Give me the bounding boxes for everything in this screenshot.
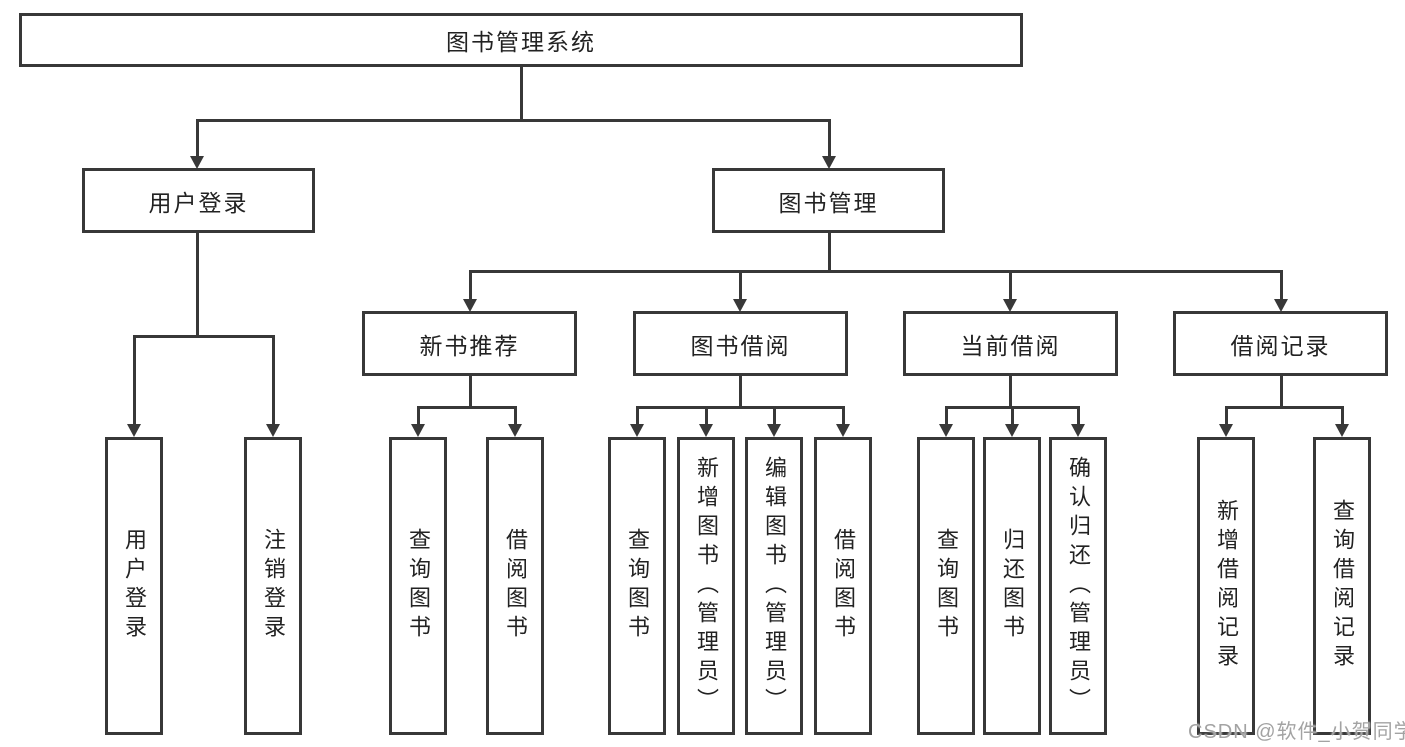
connector-current-borrow-drop (1009, 270, 1012, 300)
node-library-management-system: 图书管理系统 (19, 13, 1023, 67)
connector-new-books-stem (469, 374, 472, 408)
connector-leaf-drop (272, 335, 275, 424)
connector-level3-rail (469, 270, 1283, 273)
leaf-label: 查询图书 (406, 528, 431, 644)
leaf-label: 确认归还（管理员） (1066, 455, 1091, 717)
leaf-query-borrow-record: 查询借阅记录 (1313, 437, 1371, 735)
leaf-add-books-admin: 新增图书（管理员） (677, 437, 735, 735)
leaf-query-books-recommend: 查询图书 (389, 437, 447, 735)
leaf-add-borrow-record: 新增借阅记录 (1197, 437, 1255, 735)
leaf-label: 归还图书 (1000, 528, 1025, 644)
connector-level2-rail (196, 119, 831, 122)
node-label: 用户登录 (148, 189, 249, 216)
connector-leaf-drop (705, 406, 708, 425)
connector-leaf-drop (1077, 406, 1080, 425)
connector-user-login-stem (196, 231, 199, 338)
connector-leaf-drop (514, 406, 517, 425)
node-label: 新书推荐 (419, 332, 520, 359)
leaf-label: 查询借阅记录 (1330, 499, 1355, 673)
arrowhead-down-icon (411, 424, 425, 437)
connector-leaf-drop (1011, 406, 1014, 425)
leaf-label: 新增图书（管理员） (694, 455, 719, 717)
connector-borrow-records-stem (1280, 374, 1283, 408)
node-book-borrowing: 图书借阅 (633, 311, 848, 376)
leaf-borrow-books-borrowing: 借阅图书 (814, 437, 872, 735)
arrowhead-down-icon (699, 424, 713, 437)
leaf-label: 借阅图书 (503, 528, 528, 644)
arrowhead-down-icon (733, 299, 747, 312)
node-label: 借阅记录 (1230, 332, 1331, 359)
leaf-label: 查询图书 (934, 528, 959, 644)
arrowhead-down-icon (1003, 299, 1017, 312)
arrowhead-down-icon (1274, 299, 1288, 312)
connector-leaf-drop (133, 335, 136, 424)
arrowhead-down-icon (1071, 424, 1085, 437)
node-label: 图书借阅 (690, 332, 791, 359)
arrowhead-down-icon (1219, 424, 1233, 437)
node-book-management: 图书管理 (712, 168, 945, 233)
connector-borrow-records-rail (1225, 406, 1344, 409)
connector-new-books-drop (469, 270, 472, 300)
leaf-confirm-return-admin: 确认归还（管理员） (1049, 437, 1107, 735)
connector-leaf-drop (1341, 406, 1344, 425)
connector-leaf-drop (1225, 406, 1228, 425)
arrowhead-down-icon (190, 156, 204, 169)
leaf-query-books-current: 查询图书 (917, 437, 975, 735)
arrowhead-down-icon (1005, 424, 1019, 437)
csdn-watermark: CSDN @软件_小贺同学 (1188, 721, 1405, 743)
leaf-edit-books-admin: 编辑图书（管理员） (745, 437, 803, 735)
connector-user-login-rail (133, 335, 275, 338)
connector-user-login-drop (196, 119, 199, 157)
connector-new-books-rail (417, 406, 517, 409)
connector-leaf-drop (945, 406, 948, 425)
connector-leaf-drop (417, 406, 420, 425)
leaf-label: 借阅图书 (831, 528, 856, 644)
connector-book-borrow-rail (636, 406, 845, 409)
arrowhead-down-icon (630, 424, 644, 437)
node-label: 图书管理 (778, 189, 879, 216)
connector-book-mgmt-stem (828, 231, 831, 272)
leaf-user-login: 用户登录 (105, 437, 163, 735)
node-user-login: 用户登录 (82, 168, 315, 233)
leaf-label: 注销登录 (261, 528, 286, 644)
connector-book-borrow-stem (739, 374, 742, 408)
arrowhead-down-icon (508, 424, 522, 437)
arrowhead-down-icon (127, 424, 141, 437)
connector-leaf-drop (773, 406, 776, 425)
arrowhead-down-icon (463, 299, 477, 312)
connector-book-borrow-drop (739, 270, 742, 300)
leaf-label: 用户登录 (122, 528, 147, 644)
connector-borrow-records-drop (1280, 270, 1283, 300)
connector-root-stem (520, 64, 523, 121)
leaf-borrow-books-recommend: 借阅图书 (486, 437, 544, 735)
leaf-logout: 注销登录 (244, 437, 302, 735)
leaf-label: 查询图书 (625, 528, 650, 644)
node-label: 图书管理系统 (446, 29, 596, 55)
node-new-book-recommend: 新书推荐 (362, 311, 577, 376)
leaf-return-books: 归还图书 (983, 437, 1041, 735)
arrowhead-down-icon (266, 424, 280, 437)
node-current-borrowing: 当前借阅 (903, 311, 1118, 376)
connector-book-mgmt-drop (828, 119, 831, 157)
arrowhead-down-icon (822, 156, 836, 169)
connector-leaf-drop (636, 406, 639, 425)
arrowhead-down-icon (939, 424, 953, 437)
connector-current-borrow-stem (1009, 374, 1012, 408)
arrowhead-down-icon (767, 424, 781, 437)
leaf-label: 新增借阅记录 (1214, 499, 1239, 673)
arrowhead-down-icon (836, 424, 850, 437)
leaf-label: 编辑图书（管理员） (762, 455, 787, 717)
node-label: 当前借阅 (960, 332, 1061, 359)
node-borrowing-records: 借阅记录 (1173, 311, 1388, 376)
leaf-query-books-borrowing: 查询图书 (608, 437, 666, 735)
connector-leaf-drop (842, 406, 845, 425)
arrowhead-down-icon (1335, 424, 1349, 437)
